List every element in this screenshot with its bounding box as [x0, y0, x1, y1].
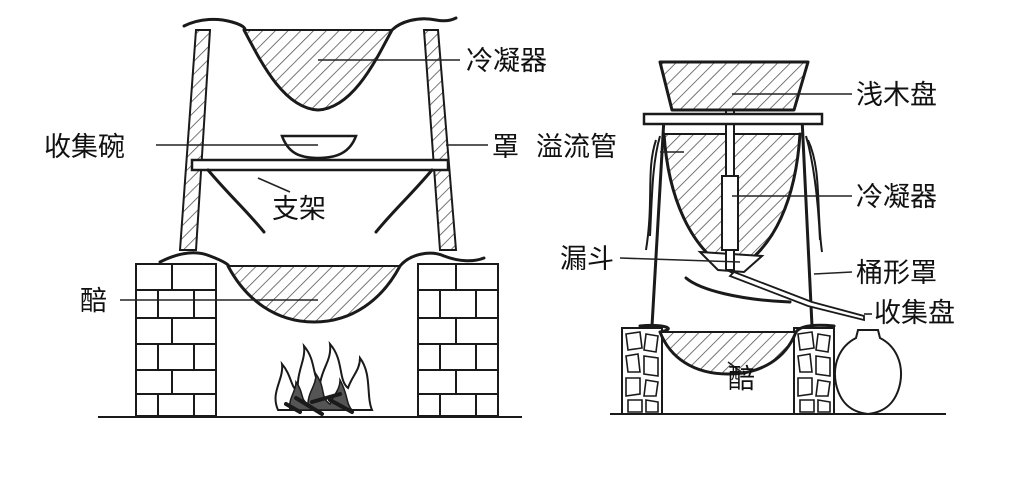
right-overflow-pipe [721, 97, 739, 271]
left-brick-pillar-left [135, 263, 217, 417]
left-mash-pan [226, 265, 402, 324]
left-cover-side-right [422, 29, 458, 251]
right-rope [807, 139, 823, 253]
right-collecting-tray [684, 276, 792, 304]
label-collecting-tray: 收集盘 [874, 298, 955, 329]
leader-lines [120, 59, 872, 375]
left-collecting-bowl [280, 134, 358, 160]
fire-icon [274, 340, 374, 416]
label-right-condenser: 冷凝器 [856, 182, 937, 213]
right-stone-pillar-left [621, 327, 663, 415]
label-cover: 罩 [492, 132, 519, 163]
label-funnel: 漏斗 [560, 244, 614, 275]
left-cover-side-left [178, 29, 212, 251]
right-outlet-pipe [728, 270, 865, 322]
label-stand: 支架 [272, 194, 326, 225]
jar-icon [834, 329, 902, 416]
left-stand [190, 158, 450, 234]
left-rope [645, 139, 657, 251]
right-still [610, 60, 946, 416]
label-shallow-wooden-tray: 浅木盘 [856, 80, 937, 111]
label-left-mash: 醅 [80, 286, 107, 317]
right-stone-pillar-right [793, 327, 835, 415]
label-left-condenser: 冷凝器 [466, 46, 547, 77]
left-condenser-rim [182, 16, 458, 112]
label-barrel-cover: 桶形罩 [856, 258, 937, 289]
left-still [98, 16, 522, 418]
left-brick-pillar-right [417, 263, 499, 417]
label-right-mash: 醅 [728, 364, 755, 395]
left-pan-rim [158, 251, 486, 324]
right-support-beam [642, 112, 824, 126]
right-barrel-cover-right [800, 116, 814, 328]
right-shallow-wooden-tray [658, 61, 810, 111]
label-collecting-bowl: 收集碗 [44, 132, 125, 163]
label-overflow-pipe: 溢流管 [536, 132, 617, 163]
